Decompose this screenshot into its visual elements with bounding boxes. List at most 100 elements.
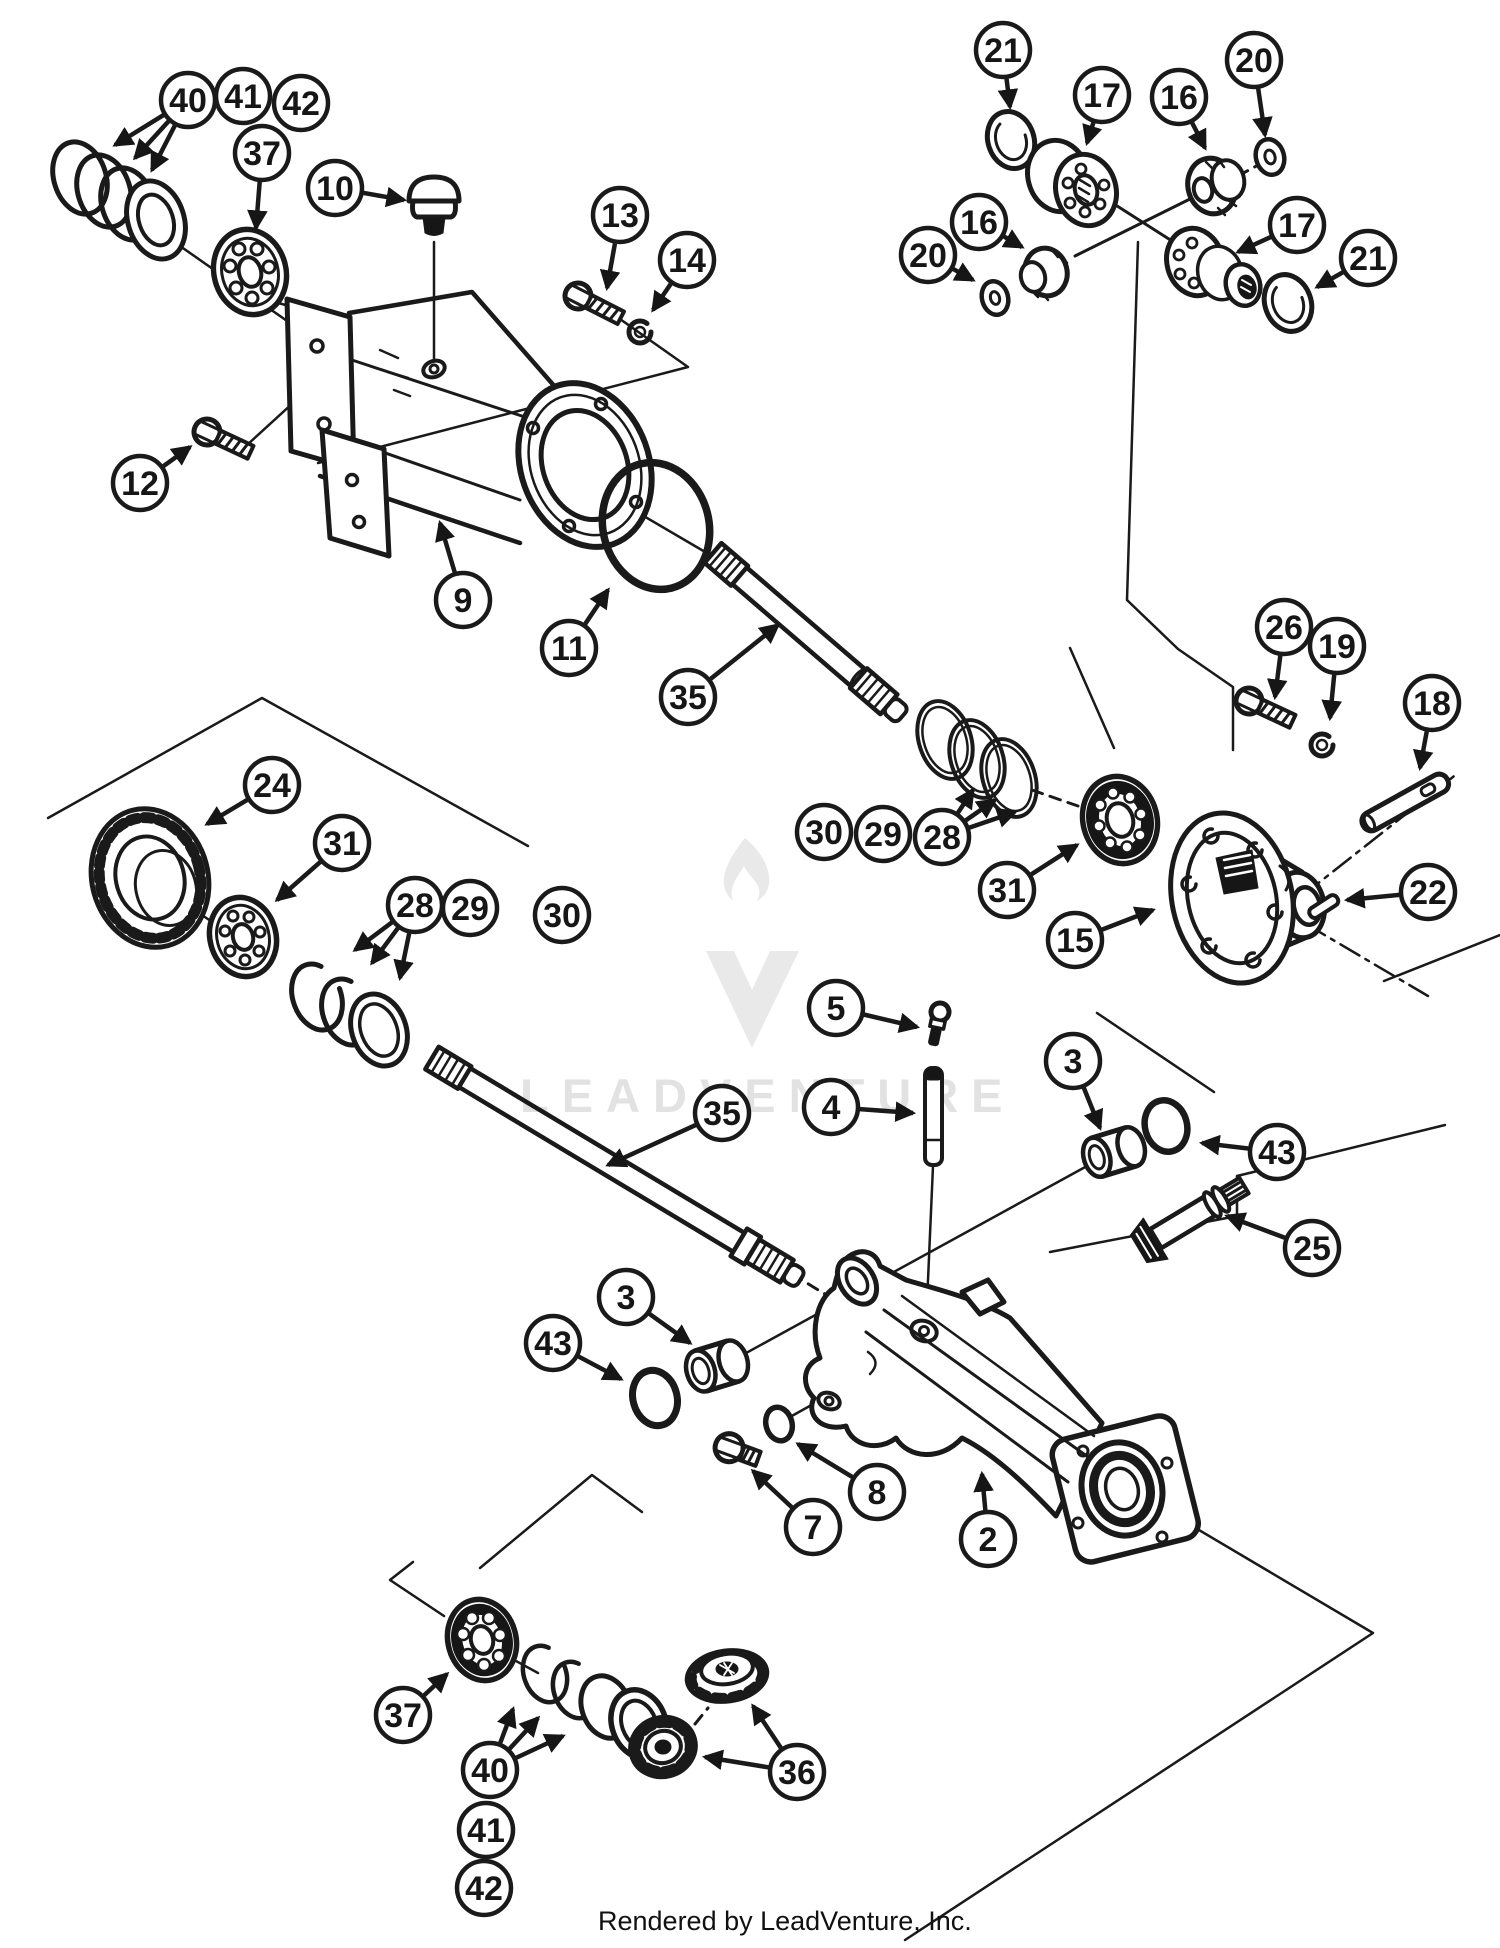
callout-31: 31 (274, 813, 372, 903)
callout-14: 14 (651, 230, 717, 313)
callout-balloon (242, 755, 302, 815)
axle-shaft-35-upper (702, 540, 909, 724)
callout-balloon (523, 1313, 583, 1373)
bushing-3-right (1080, 1124, 1148, 1180)
callout-25: 25 (1224, 1212, 1342, 1278)
o-ring-43-left (629, 1366, 681, 1430)
callout-arrow (968, 807, 1018, 830)
callout-42: 42 (454, 1858, 514, 1918)
callout-balloon (977, 860, 1037, 920)
callout-balloon (1072, 65, 1132, 125)
callout-number: 14 (668, 242, 706, 280)
callout-number: 30 (805, 814, 843, 852)
callout-balloon (767, 1742, 827, 1802)
callout-number: 18 (1413, 685, 1451, 723)
callout-arrow (508, 1715, 541, 1751)
callout-arrow (1082, 122, 1103, 146)
callout-arrow (863, 1012, 921, 1034)
callout-number: 41 (467, 1812, 505, 1850)
callout-balloon (806, 978, 866, 1038)
bearing-31-right (1079, 773, 1161, 867)
callout-11: 11 (539, 587, 610, 678)
callout-balloon (1149, 67, 1209, 127)
callout-40: 40 (112, 70, 218, 173)
callout-number: 29 (864, 816, 902, 854)
callout-arrow (1198, 1134, 1249, 1156)
callout-number: 28 (923, 819, 961, 857)
callout-number: 26 (1265, 609, 1303, 647)
callout-arrow (274, 860, 322, 903)
callout-balloon (794, 802, 854, 862)
callout-balloon (1307, 616, 1367, 676)
callout-balloon (912, 807, 972, 867)
callout-arrow (132, 119, 171, 161)
callout-number: 20 (909, 237, 947, 275)
callout-balloon (1045, 910, 1105, 970)
callout-3: 3 (596, 1267, 693, 1345)
callout-balloon (801, 1077, 861, 1137)
callout-balloon (853, 804, 913, 864)
leadventure-watermark-text: LEADVENTURE (520, 1069, 1016, 1122)
callout-arrow (577, 1354, 624, 1381)
callout-10: 10 (305, 158, 408, 218)
callout-4: 4 (801, 1077, 917, 1137)
callout-number: 19 (1318, 628, 1356, 666)
callout-number: 22 (1409, 874, 1447, 912)
spider-bearing-16-top (1185, 155, 1247, 217)
callout-balloon (1254, 597, 1314, 657)
callout-number: 35 (703, 1095, 741, 1133)
callout-number: 10 (316, 170, 354, 208)
callout-balloon (1398, 862, 1458, 922)
callout-number: 9 (454, 582, 473, 620)
bearing-37-lower (444, 1596, 520, 1684)
callout-balloon (110, 453, 170, 513)
callout-2: 2 (958, 1470, 1018, 1569)
callout-arrow (1321, 674, 1343, 722)
callout-arrow (1101, 906, 1156, 932)
oil-seal-21-top-left (984, 109, 1038, 171)
lock-pin-22 (1307, 893, 1341, 920)
callout-balloon (590, 185, 650, 245)
callout-balloon (456, 1800, 516, 1860)
callout-7: 7 (750, 1468, 843, 1557)
callout-balloon (460, 1740, 520, 1800)
callout-13: 13 (590, 185, 650, 292)
callout-balloon (1247, 1122, 1307, 1182)
callout-26: 26 (1254, 597, 1314, 701)
callout-arrow (583, 587, 610, 626)
differential-carrier-15 (1168, 810, 1327, 986)
callout-20: 20 (1224, 30, 1284, 139)
drain-plug-7 (712, 1431, 763, 1468)
callout-balloon (232, 123, 292, 183)
callout-arrow (954, 787, 975, 815)
callout-15: 15 (1045, 906, 1156, 970)
callout-balloon (1402, 673, 1462, 733)
callout-balloon (1338, 228, 1398, 288)
callout-number: 35 (669, 679, 707, 717)
callout-arrow (701, 1749, 769, 1771)
callout-balloon (657, 230, 717, 290)
seal-rings-30-29-28-right (915, 699, 1039, 819)
callout-3: 3 (1043, 1031, 1104, 1131)
callout-balloon (692, 1083, 752, 1143)
callout-42: 42 (271, 73, 331, 133)
callout-37: 37 (373, 1671, 450, 1745)
callout-arrow (605, 1122, 697, 1168)
callout-arrow (1252, 88, 1273, 139)
callout-12: 12 (110, 445, 193, 513)
callout-30: 30 (794, 802, 854, 862)
callout-balloon (454, 1858, 514, 1918)
callout-arrow (422, 1671, 450, 1697)
thrust-washer-20-top (1253, 136, 1287, 178)
callout-balloon (949, 192, 1009, 252)
callout-arrow (750, 1468, 794, 1509)
callout-5: 5 (806, 978, 921, 1038)
callout-29: 29 (853, 804, 913, 864)
axle-housing-9 (284, 289, 655, 559)
callout-arrow (1343, 887, 1400, 909)
callout-balloon (532, 885, 592, 945)
callout-number: 15 (1056, 922, 1094, 960)
callout-number: 21 (984, 32, 1022, 70)
callout-arrow (1030, 843, 1080, 877)
callout-balloon (658, 667, 718, 727)
